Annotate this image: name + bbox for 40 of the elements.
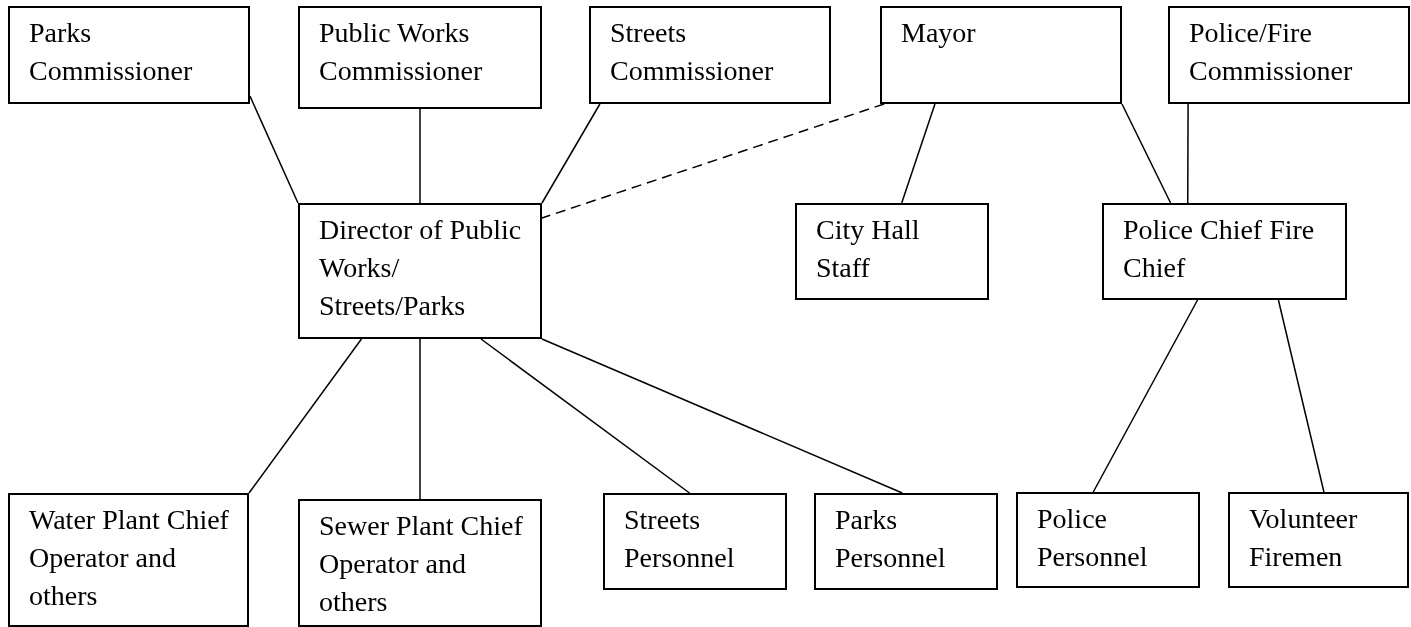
connector-line — [1092, 299, 1199, 493]
org-box — [298, 499, 542, 627]
connector-line — [1121, 103, 1172, 204]
role-title: Streets Personnel — [624, 503, 736, 575]
connector-line — [419, 108, 421, 204]
connector-line — [541, 103, 601, 204]
connector-line — [1277, 299, 1325, 493]
role-title: Police/Fire Commissioner — [1189, 16, 1354, 88]
role-title: Volunteer Firemen — [1249, 502, 1359, 574]
dashed-connector-line — [541, 103, 885, 219]
connector-line — [1187, 103, 1189, 204]
org-box — [814, 493, 998, 590]
org-box — [1168, 6, 1410, 104]
connector-line — [900, 103, 936, 204]
role-title: Police Personnel — [1037, 502, 1149, 574]
connector-line — [419, 338, 421, 500]
connector-line — [248, 338, 363, 494]
org-box — [1016, 492, 1200, 588]
org-box — [8, 493, 249, 627]
org-box — [795, 203, 989, 300]
connector-line — [541, 338, 904, 494]
role-title: Parks Commissioner — [29, 16, 194, 88]
role-title: Water Plant Chief Operator and others — [29, 503, 230, 613]
org-box — [8, 6, 250, 104]
org-box — [880, 6, 1122, 104]
org-box — [603, 493, 787, 590]
role-title: Sewer Plant Chief Operator and others — [319, 509, 524, 619]
org-box — [589, 6, 831, 104]
role-title: Mayor — [901, 16, 977, 50]
role-title: Public Works Commissioner — [319, 16, 484, 88]
org-box — [1228, 492, 1409, 588]
role-title: Police Chief Fire Chief — [1123, 213, 1316, 285]
role-title: City Hall Staff — [816, 213, 921, 285]
org-box — [1102, 203, 1347, 300]
role-title: Director of Public Works/ Streets/Parks — [319, 213, 523, 323]
connector-line — [480, 338, 691, 494]
org-box — [298, 203, 542, 339]
org-box — [298, 6, 542, 109]
role-title: Parks Personnel — [835, 503, 947, 575]
role-title: Streets Commissioner — [610, 16, 775, 88]
